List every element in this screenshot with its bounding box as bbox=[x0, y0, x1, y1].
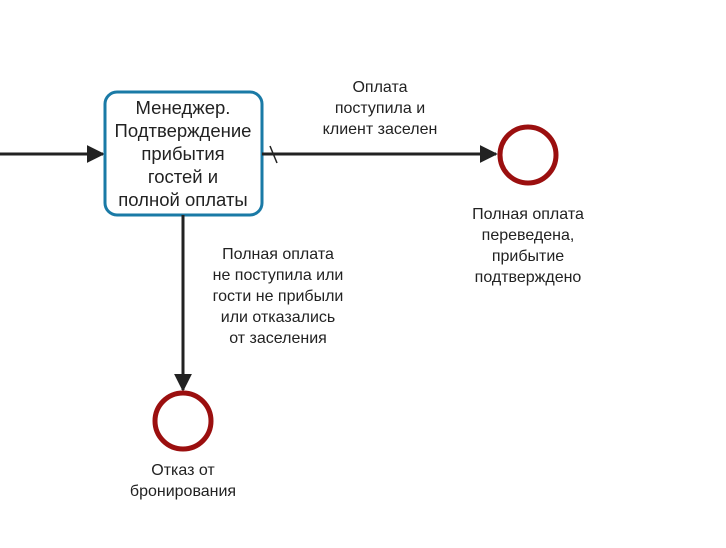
failure-flow-label: Полная оплата не поступила или гости не … bbox=[212, 246, 344, 347]
success-end-event[interactable] bbox=[497, 124, 559, 186]
cancel-end-event-label: Отказ от бронирования bbox=[129, 462, 237, 500]
default-flow-marker bbox=[269, 145, 278, 164]
task-label: Менеджер. Подтверждение прибытия гостей … bbox=[114, 97, 252, 210]
success-end-event-label: Полная оплата переведена, прибытие подтв… bbox=[472, 206, 584, 286]
cancel-end-event[interactable] bbox=[152, 390, 214, 452]
success-flow-label: Оплата поступила и клиент заселен bbox=[322, 79, 438, 138]
